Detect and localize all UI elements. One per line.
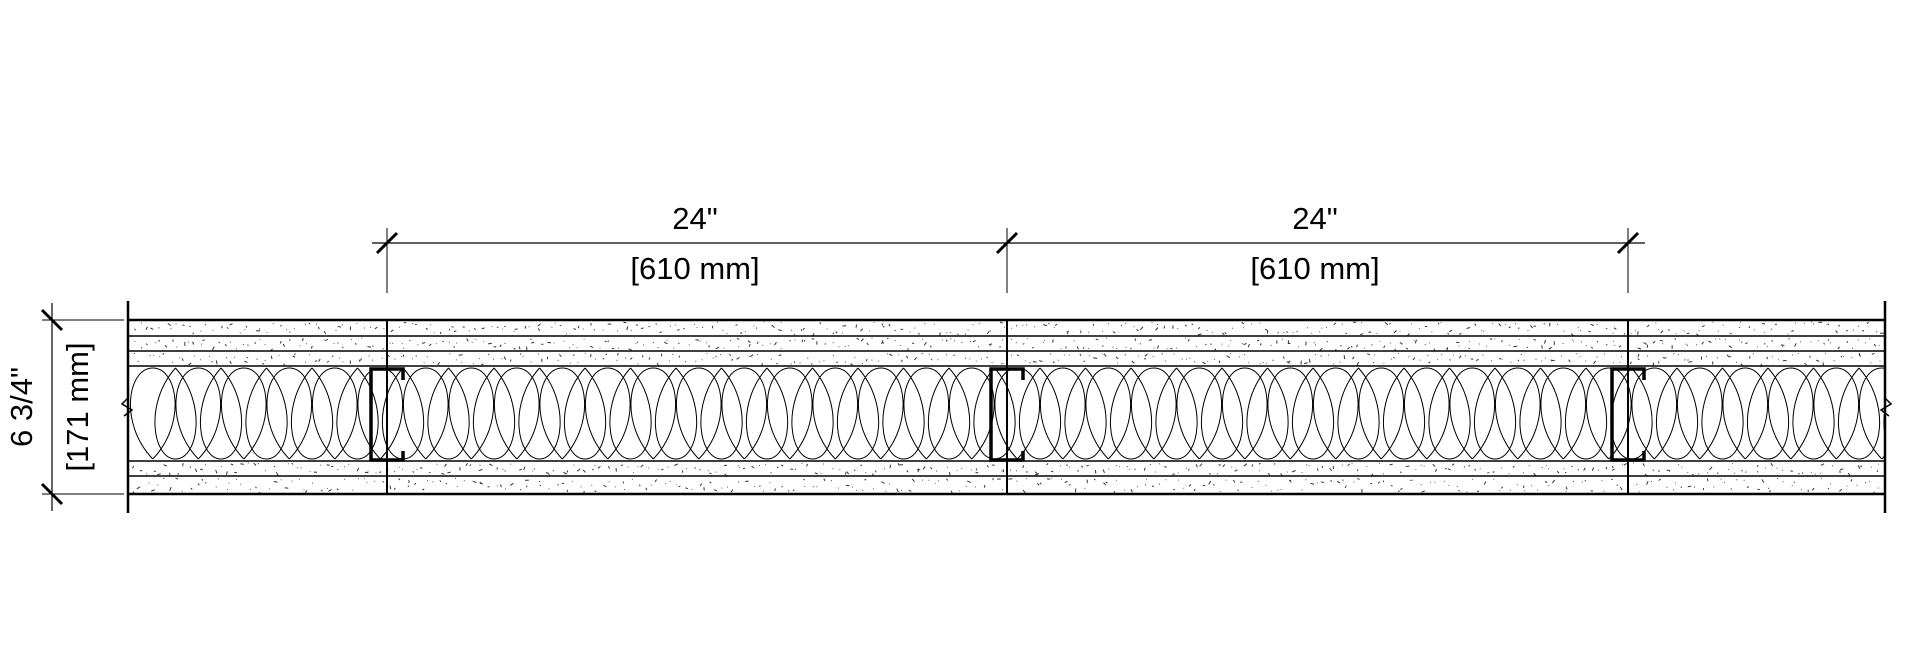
stud-3 [1610,320,1646,494]
thickness-dimension: 6 3/4" [171 mm] [4,303,124,511]
span-1-metric: [610 mm] [630,251,759,286]
span-2-metric: [610 mm] [1250,251,1379,286]
tick-mark-bottom [40,482,64,506]
insulation-batt [130,367,1884,460]
spacing-dimension: 24" [610 mm] 24" [610 mm] [372,201,1645,293]
span-2-imperial: 24" [1292,201,1338,236]
board-speckle-texture [132,321,1884,495]
tick-mark-2 [995,231,1019,255]
insulation-loops [130,367,1884,460]
tick-mark-3 [1616,231,1640,255]
tick-mark-1 [375,231,399,255]
thickness-metric: [171 mm] [60,342,95,471]
break-mark-right [1879,397,1893,417]
span-1-imperial: 24" [672,201,718,236]
stud-1 [369,320,405,494]
tick-mark-top [40,308,64,332]
studs [369,320,1646,494]
stud-2 [989,320,1025,494]
thickness-imperial: 6 3/4" [4,367,39,447]
speckle-marks [132,321,1884,495]
break-mark-left [120,397,134,417]
